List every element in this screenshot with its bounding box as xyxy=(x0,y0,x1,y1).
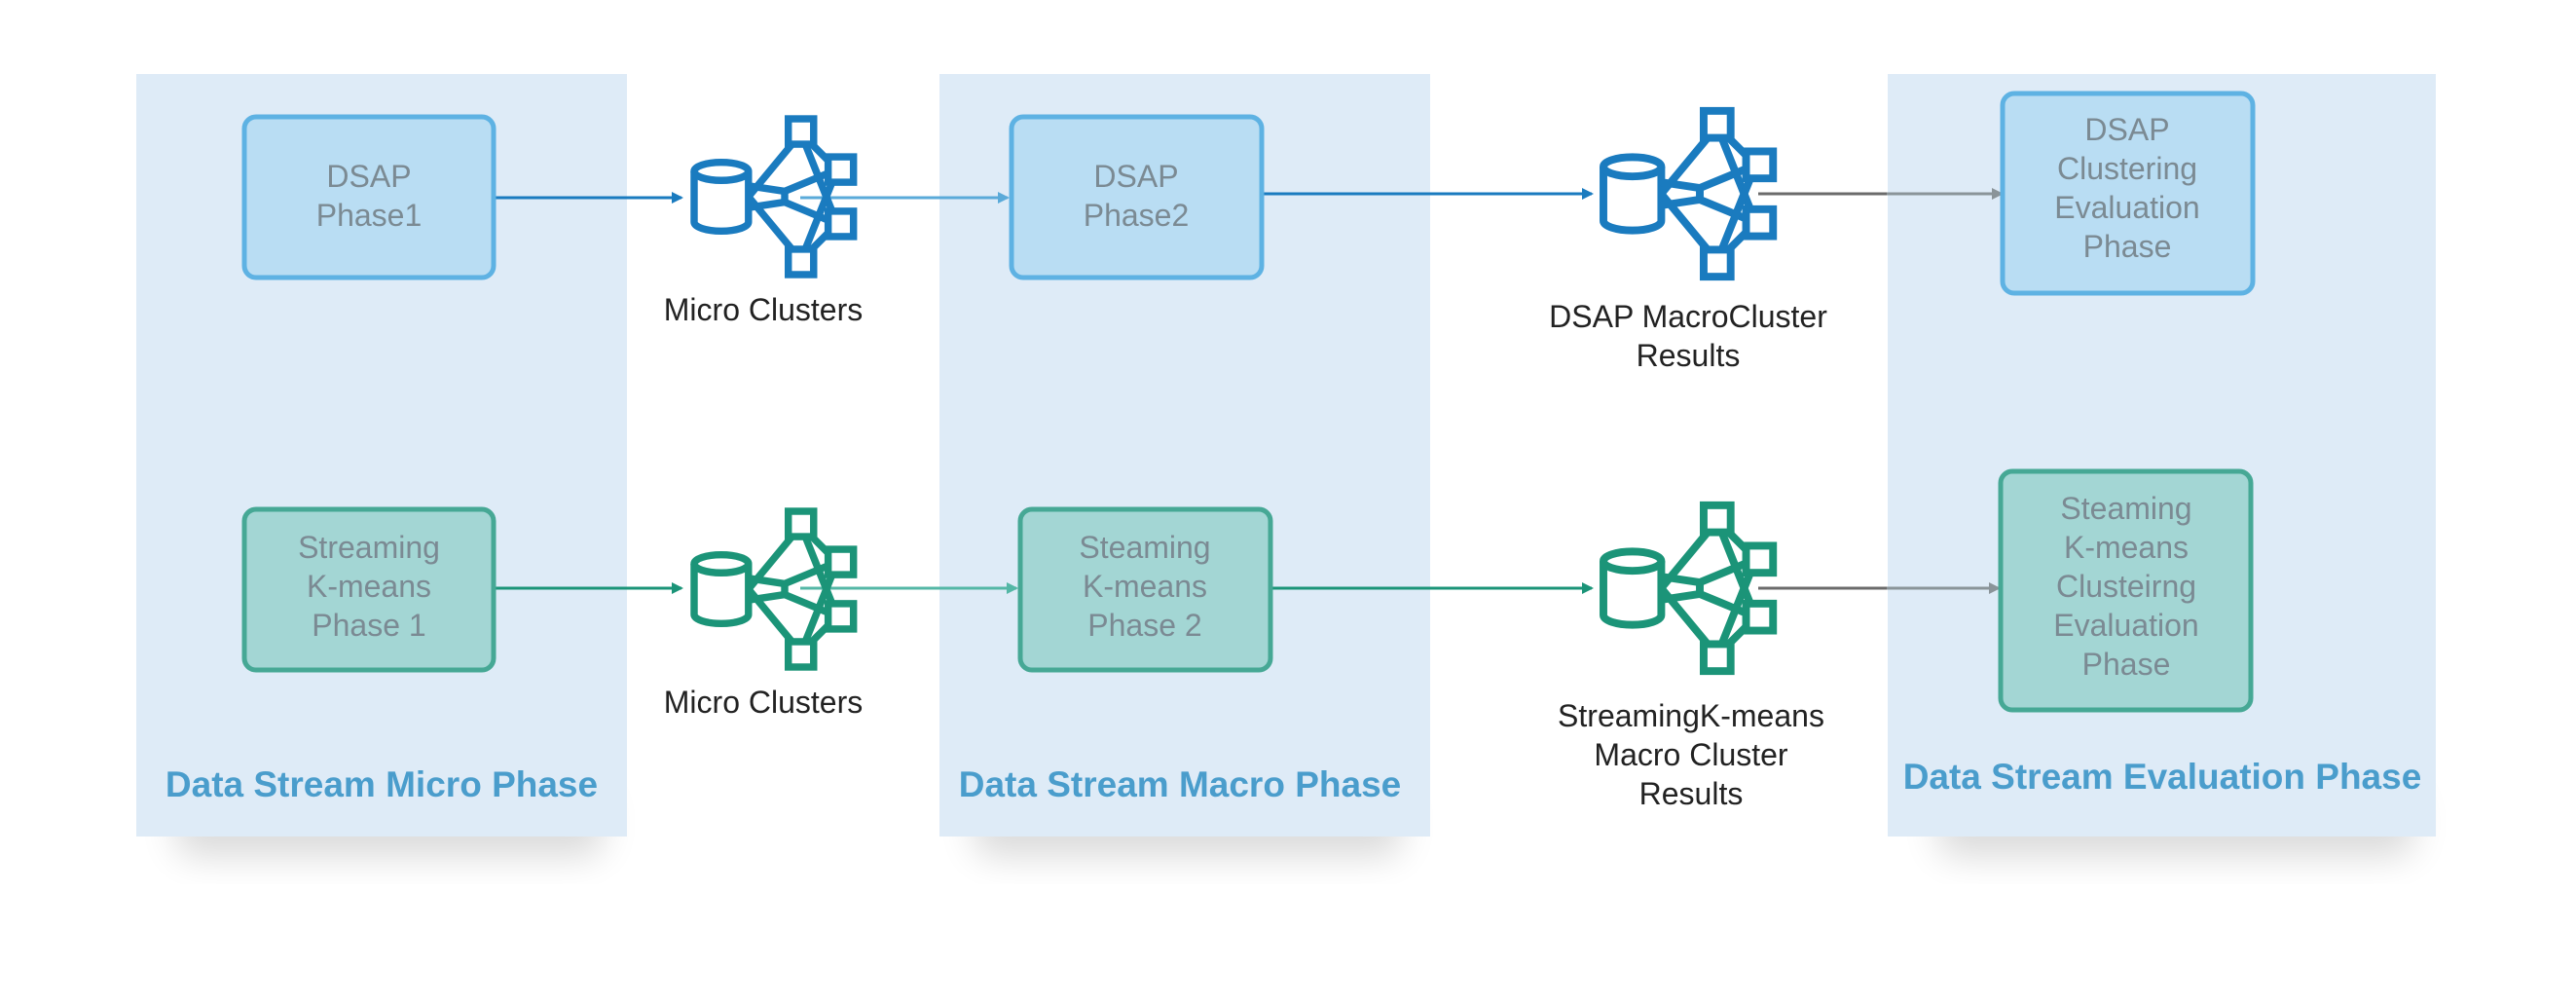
icon-label-micro-clusters: Micro Clusters xyxy=(664,292,863,327)
database-network-icon xyxy=(694,119,854,275)
database-network-icon xyxy=(1603,111,1773,277)
icon-label-micro-clusters: Micro Clusters xyxy=(664,685,863,720)
database-network-icon xyxy=(1603,505,1773,671)
phase-label-evaluation: Data Stream Evaluation Phase xyxy=(1903,757,2422,797)
phase-label-macro: Data Stream Macro Phase xyxy=(959,764,1401,804)
database-network-icon xyxy=(694,511,854,667)
phase-label-micro: Data Stream Micro Phase xyxy=(166,764,598,804)
